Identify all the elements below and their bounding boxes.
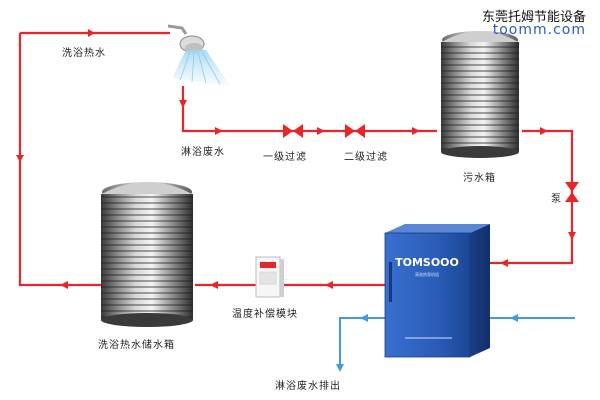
label-pump: 泵: [551, 194, 562, 205]
shower-arm: [167, 24, 188, 35]
arrow: [210, 281, 218, 289]
storage-tank-dome: [102, 182, 192, 194]
valve-secondary-filter: [345, 124, 365, 138]
sewage-tank-ribs: [441, 42, 519, 152]
unit-side: [470, 224, 490, 357]
arrow: [325, 281, 333, 289]
label-shower-waste-water: 淋浴废水: [181, 147, 225, 158]
flow-arrows-blue: [336, 314, 518, 372]
arrow: [412, 127, 420, 135]
label-temp-compensation: 温度补偿模块: [232, 309, 298, 320]
pipe-left-vertical: [18, 33, 101, 287]
pipe-shower-drop: [181, 86, 437, 133]
label-hot-water-tank: 洗浴热水储水箱: [98, 340, 175, 351]
valve-icon: [293, 124, 303, 138]
sewage-tank-bottom: [441, 146, 519, 158]
arrow: [500, 259, 508, 267]
arrow: [360, 314, 368, 322]
label-sewage-tank: 污水箱: [463, 173, 496, 184]
arrow: [16, 155, 24, 162]
brand-url: toomm.com: [492, 22, 586, 38]
unit-brand: TOMSOOO: [395, 256, 459, 269]
label-primary-filter: 一级过滤: [263, 152, 307, 163]
storage-tank-ribs: [101, 194, 193, 320]
pipe-discharge: [339, 317, 385, 370]
valve-icon: [355, 124, 365, 138]
arrow: [88, 29, 95, 37]
heat-pump-unit: TOMSOOO 高效热泵机组: [384, 224, 490, 358]
flow-arrows-red: [16, 29, 576, 289]
pump-icon: [565, 182, 579, 202]
sewage-tank: [441, 31, 519, 158]
module-display: [260, 262, 276, 268]
unit-front: [384, 232, 471, 358]
hot-water-storage-tank: [101, 182, 193, 327]
valve-icon: [345, 124, 355, 138]
arrow: [60, 281, 68, 289]
arrow: [540, 127, 548, 135]
module-panel: [259, 271, 277, 285]
shower-head-icon: [167, 24, 230, 86]
valve-primary-filter: [283, 124, 303, 138]
arrow: [336, 364, 344, 372]
unit-handle: [389, 262, 392, 302]
spray-lines: [179, 51, 221, 85]
label-secondary-filter: 二级过滤: [344, 152, 388, 163]
valve-icon: [283, 124, 293, 138]
sewage-tank-dome: [442, 31, 518, 42]
arrow: [179, 100, 187, 108]
storage-tank-bottom: [101, 313, 193, 327]
pump-valve-bottom: [565, 192, 579, 202]
arrow: [510, 314, 518, 322]
module-side: [280, 259, 284, 297]
arrow: [568, 232, 576, 240]
unit-top: [385, 224, 490, 233]
water-spray: [172, 50, 230, 86]
temp-compensation-module: [255, 256, 284, 298]
pump-valve-top: [565, 182, 579, 192]
unit-subtitle: 高效热泵机组: [415, 271, 439, 277]
label-shower-hot-water: 洗浴热水: [62, 48, 106, 59]
arrow: [215, 127, 223, 135]
brand-name: 东莞托姆节能设备: [481, 10, 586, 25]
discharge-pipe: [339, 317, 575, 370]
label-waste-water-discharge: 淋浴废水排出: [275, 381, 341, 392]
arrow: [317, 127, 325, 135]
